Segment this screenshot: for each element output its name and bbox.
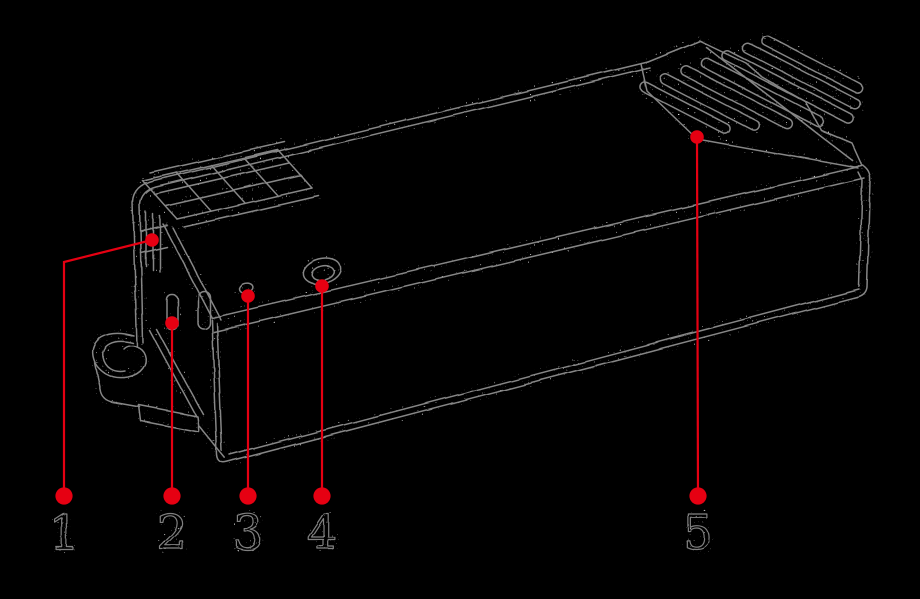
callout-base-dot-2 bbox=[163, 487, 181, 505]
callout-base-dot-1 bbox=[55, 487, 73, 505]
callout-part-dot-5 bbox=[690, 130, 704, 144]
callout-base-dot-5 bbox=[689, 487, 707, 505]
callout-part-dot-3 bbox=[241, 289, 255, 303]
callout-leader-5 bbox=[695, 136, 700, 497]
callout-part-dot-1 bbox=[145, 233, 159, 247]
callout-part-dot-2 bbox=[165, 316, 179, 330]
callout-part-dot-4 bbox=[315, 279, 329, 293]
callouts-layer bbox=[55, 130, 707, 505]
callout-base-dot-4 bbox=[313, 487, 331, 505]
callout-base-dot-3 bbox=[239, 487, 257, 505]
callout-leader-1 bbox=[62, 238, 153, 496]
